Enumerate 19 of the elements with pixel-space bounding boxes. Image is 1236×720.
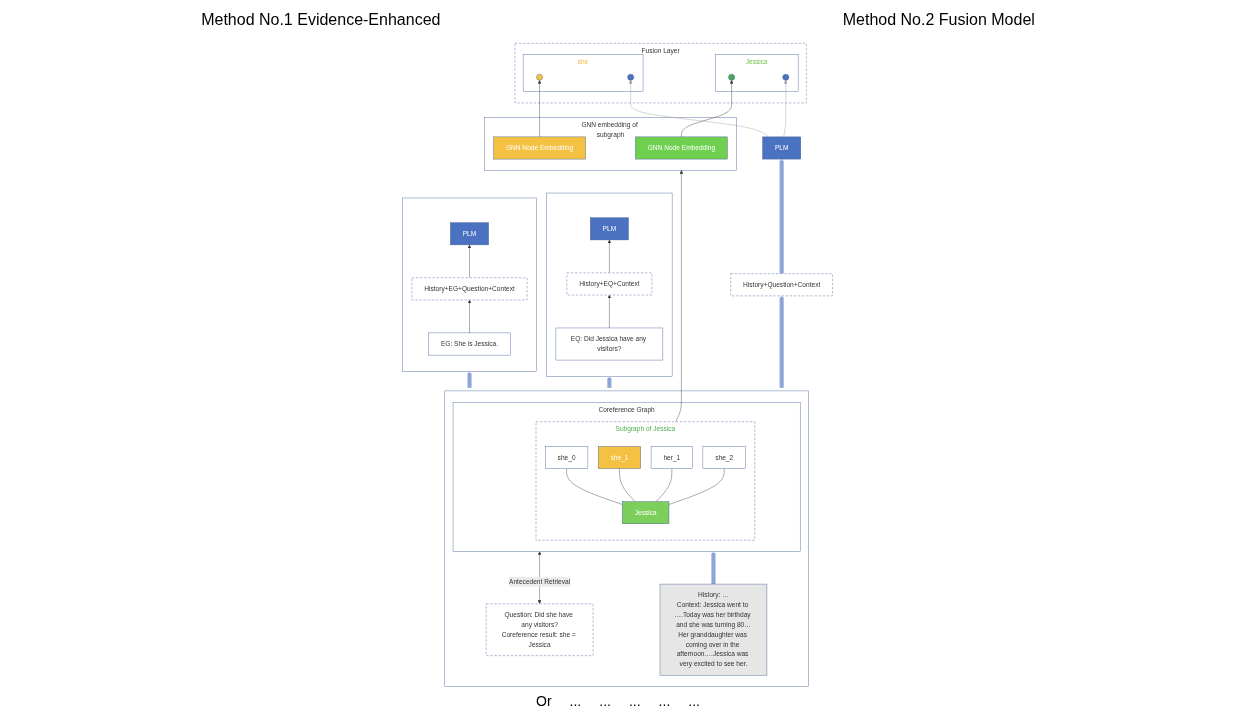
note-text: ... — [569, 693, 582, 709]
cluster — [402, 197, 537, 372]
cluster — [444, 390, 809, 687]
note-text: ... — [628, 693, 641, 709]
note-text: ... — [599, 693, 611, 709]
note-text: Or — [536, 693, 552, 709]
method-heading: Method No.2 Fusion Model — [842, 11, 1035, 29]
method-heading: Method No.1 Evidence-Enhanced — [201, 11, 441, 29]
note-text: ... — [658, 693, 671, 709]
node-circle — [536, 73, 544, 81]
node-circle — [782, 73, 790, 81]
node-circle — [627, 73, 635, 81]
arrow — [780, 158, 785, 274]
note-text: ... — [688, 693, 700, 709]
arrow — [780, 295, 785, 388]
cluster — [546, 192, 673, 377]
node-circle — [728, 73, 736, 81]
arrow — [711, 551, 716, 585]
arrow — [467, 371, 472, 388]
